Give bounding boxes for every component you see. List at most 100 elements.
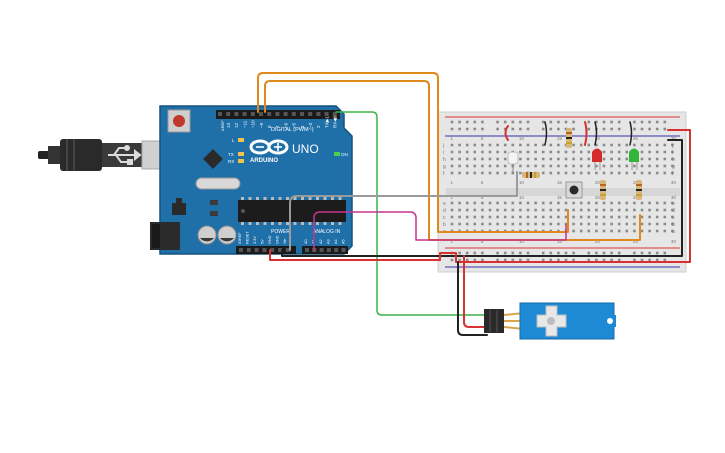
breadboard-hole[interactable]: [526, 222, 530, 226]
breadboard-hole[interactable]: [511, 215, 515, 219]
jumper-black-2[interactable]: [594, 121, 598, 146]
breadboard-hole[interactable]: [511, 222, 515, 226]
breadboard-hole[interactable]: [663, 143, 667, 147]
breadboard-hole[interactable]: [549, 208, 553, 212]
breadboard-hole[interactable]: [465, 143, 469, 147]
wire-servo-black[interactable]: [457, 261, 488, 336]
breadboard-hole[interactable]: [579, 208, 583, 212]
breadboard-hole[interactable]: [663, 222, 667, 226]
breadboard-hole[interactable]: [519, 164, 522, 168]
rail-hole[interactable]: [640, 120, 644, 124]
breadboard-hole[interactable]: [663, 164, 667, 168]
breadboard-hole[interactable]: [633, 208, 636, 212]
digital-pin-hole[interactable]: [250, 112, 255, 116]
rail-hole[interactable]: [610, 258, 613, 262]
breadboard-hole[interactable]: [640, 215, 644, 219]
rail-hole[interactable]: [549, 258, 553, 262]
rail-hole[interactable]: [458, 120, 461, 124]
breadboard-hole[interactable]: [519, 171, 522, 175]
breadboard-hole[interactable]: [572, 164, 575, 168]
wire-green-servo-signal[interactable]: [335, 111, 488, 316]
rail-hole[interactable]: [511, 258, 515, 262]
rail-hole[interactable]: [526, 120, 530, 124]
power-pin-hole[interactable]: [254, 248, 259, 252]
breadboard-hole[interactable]: [465, 171, 469, 175]
breadboard-hole[interactable]: [617, 143, 621, 147]
rail-hole[interactable]: [587, 251, 591, 255]
breadboard-hole[interactable]: [587, 222, 591, 226]
rail-hole[interactable]: [450, 127, 454, 131]
rail-hole[interactable]: [557, 120, 560, 124]
rail-hole[interactable]: [557, 127, 560, 131]
rail-hole[interactable]: [663, 127, 667, 131]
breadboard-hole[interactable]: [503, 171, 507, 175]
breadboard-hole[interactable]: [602, 208, 606, 212]
breadboard-hole[interactable]: [473, 171, 477, 175]
wire-red-5v[interactable]: [269, 129, 691, 263]
breadboard-hole[interactable]: [541, 150, 545, 154]
breadboard-hole[interactable]: [473, 222, 477, 226]
breadboard-hole[interactable]: [496, 215, 499, 219]
breadboard-hole[interactable]: [640, 208, 644, 212]
breadboard-hole[interactable]: [564, 171, 568, 175]
rail-hole[interactable]: [617, 251, 621, 255]
breadboard-hole[interactable]: [572, 143, 575, 147]
breadboard-hole[interactable]: [465, 157, 469, 161]
breadboard-hole[interactable]: [557, 157, 560, 161]
wire-magenta[interactable]: [313, 211, 567, 251]
breadboard-hole[interactable]: [465, 208, 469, 212]
rail-hole[interactable]: [557, 251, 560, 255]
breadboard-hole[interactable]: [450, 164, 454, 168]
breadboard-hole[interactable]: [549, 157, 553, 161]
breadboard-hole[interactable]: [450, 215, 454, 219]
breadboard-hole[interactable]: [640, 150, 644, 154]
breadboard-hole[interactable]: [488, 157, 492, 161]
breadboard-hole[interactable]: [465, 150, 469, 154]
breadboard-hole[interactable]: [496, 164, 499, 168]
breadboard-hole[interactable]: [526, 208, 530, 212]
breadboard-hole[interactable]: [655, 208, 659, 212]
rail-hole[interactable]: [557, 258, 560, 262]
breadboard-hole[interactable]: [655, 157, 659, 161]
breadboard-hole[interactable]: [541, 164, 545, 168]
breadboard-hole[interactable]: [663, 208, 667, 212]
rail-hole[interactable]: [617, 120, 621, 124]
rail-hole[interactable]: [511, 251, 515, 255]
breadboard-hole[interactable]: [572, 157, 575, 161]
breadboard-hole[interactable]: [488, 171, 492, 175]
breadboard-hole[interactable]: [534, 208, 537, 212]
breadboard-hole[interactable]: [534, 150, 537, 154]
breadboard-hole[interactable]: [655, 164, 659, 168]
breadboard-hole[interactable]: [602, 171, 606, 175]
breadboard-hole[interactable]: [663, 171, 667, 175]
rail-hole[interactable]: [572, 127, 575, 131]
breadboard-hole[interactable]: [663, 201, 667, 205]
power-pin-hole[interactable]: [285, 248, 290, 252]
analog-pin-hole[interactable]: [334, 248, 339, 252]
breadboard-hole[interactable]: [519, 222, 522, 226]
breadboard-hole[interactable]: [648, 208, 651, 212]
breadboard-hole[interactable]: [534, 157, 537, 161]
rail-hole[interactable]: [564, 120, 568, 124]
breadboard-hole[interactable]: [655, 229, 659, 233]
breadboard-hole[interactable]: [526, 157, 530, 161]
rail-hole[interactable]: [617, 258, 621, 262]
rail-hole[interactable]: [602, 120, 606, 124]
rail-hole[interactable]: [526, 127, 530, 131]
rail-hole[interactable]: [648, 251, 651, 255]
rail-hole[interactable]: [450, 120, 454, 124]
digital-pin-hole[interactable]: [291, 112, 296, 116]
breadboard-hole[interactable]: [511, 201, 515, 205]
breadboard-hole[interactable]: [458, 150, 461, 154]
digital-pin-hole[interactable]: [259, 112, 263, 116]
breadboard-hole[interactable]: [671, 229, 674, 233]
breadboard-hole[interactable]: [549, 164, 553, 168]
power-pin-hole[interactable]: [246, 248, 251, 252]
breadboard-hole[interactable]: [625, 171, 629, 175]
jumper-red-1[interactable]: [504, 125, 509, 141]
breadboard-hole[interactable]: [519, 208, 522, 212]
breadboard-hole[interactable]: [488, 164, 492, 168]
breadboard-hole[interactable]: [450, 208, 454, 212]
breadboard-hole[interactable]: [610, 201, 613, 205]
breadboard-hole[interactable]: [473, 164, 477, 168]
